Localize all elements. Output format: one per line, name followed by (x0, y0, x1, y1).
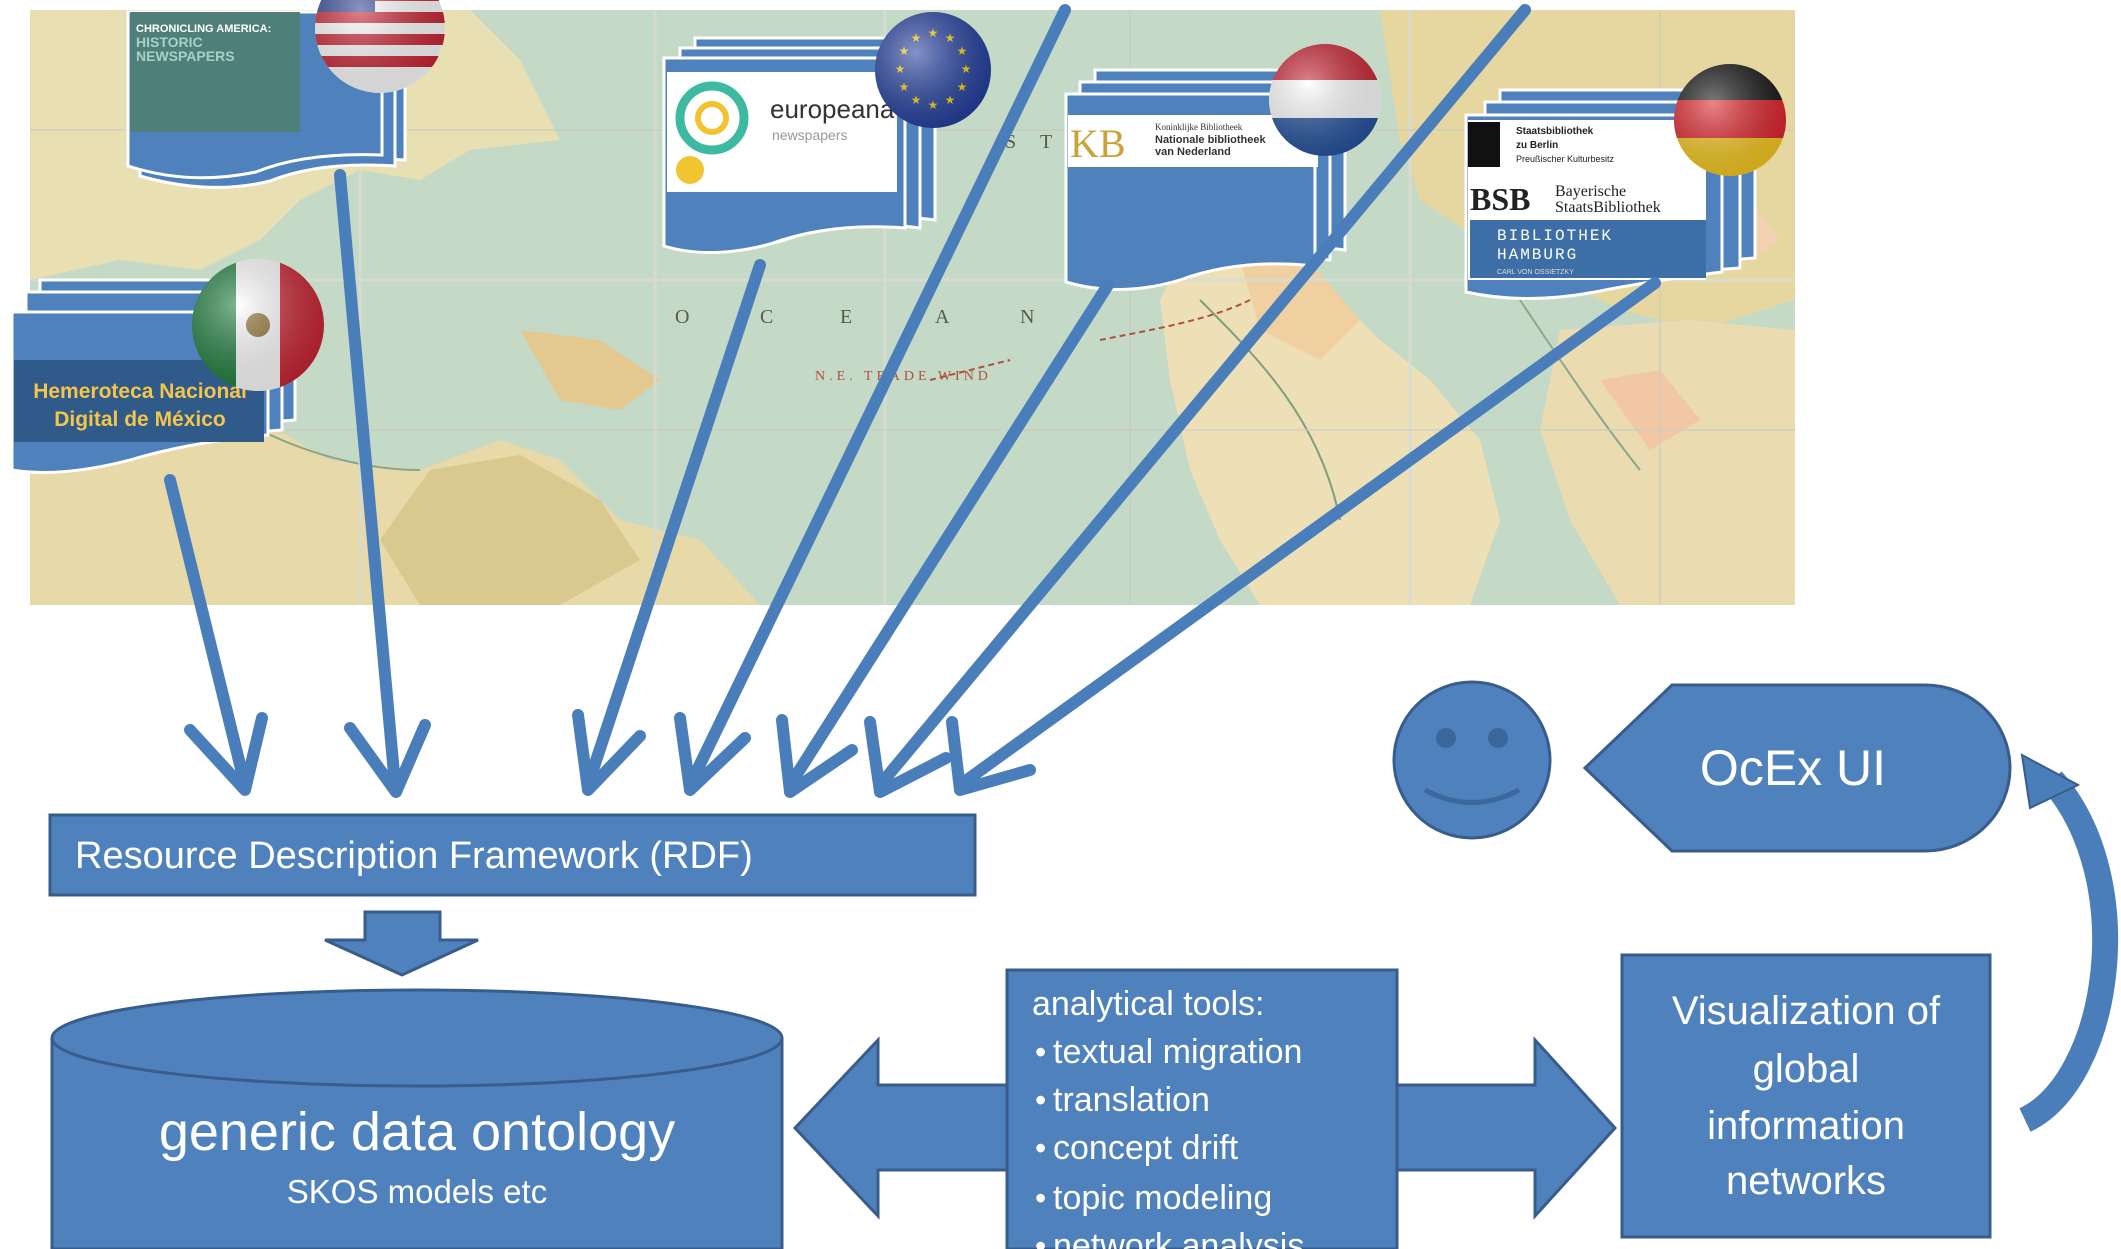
source-kb-netherlands: KB Koninklijke Bibliotheek Nationale bib… (1064, 44, 1381, 292)
tool-item-label: translation (1053, 1081, 1210, 1119)
netherlands-flag-icon (1269, 44, 1381, 156)
down-block-arrow (324, 910, 479, 977)
visualization-line: global (1753, 1047, 1860, 1091)
sbb-line1: Staatsbibliothek (1516, 126, 1594, 137)
kb-line1: Koninklijke Bibliotheek (1155, 122, 1243, 132)
arrow-germany-to-rdf (946, 277, 1661, 796)
map-word: T (1040, 131, 1056, 153)
rdf-label: Resource Description Framework (RDF) (75, 835, 753, 877)
svg-text:•: • (1035, 1082, 1046, 1118)
ocex-ui-shape: OcEx UI (1582, 683, 2012, 853)
tool-item: • translation (1035, 1081, 1210, 1119)
svg-text:•: • (1035, 1180, 1046, 1216)
arrow-europeana-to-rdf (572, 259, 766, 796)
arrow-usa-to-rdf (334, 169, 431, 798)
sbb-line3: Preußischer Kulturbesitz (1516, 154, 1615, 164)
ocex-ui-label: OcEx UI (1700, 740, 1886, 796)
source-to-rdf-arrows (164, 4, 1661, 798)
user-smiley-icon (1392, 680, 1552, 840)
svg-text:•: • (1035, 1130, 1046, 1166)
ontology-title: generic data ontology (159, 1102, 675, 1162)
tool-item-label: topic modeling (1053, 1179, 1272, 1217)
bsb-line1: Bayerische (1555, 183, 1626, 200)
tool-item: • topic modeling (1035, 1179, 1272, 1217)
map-word: A (935, 306, 953, 328)
source-german-libraries: Staatsbibliothek zu Berlin Preußischer K… (1464, 64, 1786, 300)
tool-item-label: concept drift (1053, 1129, 1239, 1167)
visualization-line: Visualization of (1672, 989, 1941, 1033)
tool-item-label: network analysis (1053, 1227, 1304, 1249)
map-word: O (675, 306, 693, 328)
source-usa-title-line1: CHRONICLING AMERICA: (136, 23, 271, 35)
sub-hamburg-line3: CARL VON OSSIETZKY (1497, 269, 1574, 276)
bsb-logo: BSB (1470, 181, 1530, 217)
mexico-line1: Hemeroteca Nacional (33, 380, 247, 403)
rdf-box: Resource Description Framework (RDF) (48, 813, 977, 897)
map-word: N (1020, 306, 1038, 328)
map-word: E (840, 306, 856, 328)
ontology-database: generic data ontology SKOS models etc (50, 988, 784, 1249)
tool-item: • network analysis (1035, 1227, 1304, 1249)
tool-item: • concept drift (1035, 1129, 1239, 1167)
sub-hamburg-line2: HAMBURG (1497, 246, 1578, 264)
eu-flag-icon: ★★★ ★★★ ★★★ ★★★ (875, 12, 991, 128)
map-word: C (760, 306, 777, 328)
visualization-box: Visualization of global information netw… (1620, 953, 1992, 1239)
arrow-top1-to-rdf (674, 4, 1071, 796)
arrow-kb-to-rdf (776, 279, 1114, 798)
svg-text:•: • (1035, 1228, 1046, 1249)
map-word: N.E. TRADE WIND (815, 369, 992, 384)
ontology-subtitle: SKOS models etc (287, 1173, 547, 1210)
source-usa-title-line2: HISTORIC (136, 34, 203, 50)
source-usa-title-line3: NEWSPAPERS (136, 48, 235, 64)
source-europeana: europeana newspapers ★★★ ★★★ ★★★ ★★★ (662, 12, 991, 255)
europeana-sub-text: newspapers (772, 127, 848, 143)
arrow-mexico-to-rdf (164, 474, 268, 796)
kb-line3: van Nederland (1155, 146, 1231, 158)
europeana-logo-text: europeana (770, 94, 895, 124)
map-word: S (1005, 131, 1020, 153)
arrow-top2-to-rdf (864, 4, 1531, 798)
source-chronicling-america: CHRONICLING AMERICA: HISTORIC NEWSPAPERS (126, 0, 445, 189)
tool-item: • textual migration (1035, 1033, 1302, 1071)
curved-feedback-arrow (2018, 753, 2119, 1132)
bsb-line2: StaatsBibliothek (1555, 199, 1661, 216)
sub-hamburg-line1: BIBLIOTHEK (1497, 227, 1613, 245)
kb-logo: KB (1070, 121, 1126, 166)
visualization-line: information (1707, 1104, 1905, 1148)
visualization-line: networks (1726, 1159, 1886, 1203)
source-hemeroteca-mexico: Hemeroteca Nacional Digital de México (10, 259, 324, 474)
sbb-line2: zu Berlin (1516, 140, 1558, 151)
tool-item-label: textual migration (1053, 1033, 1302, 1071)
kb-line2: Nationale bibliotheek (1155, 134, 1267, 146)
analytical-tools-box: analytical tools: • textual migration • … (1005, 968, 1399, 1249)
mexico-line2: Digital de México (54, 408, 226, 431)
svg-text:•: • (1035, 1034, 1046, 1070)
tools-heading: analytical tools: (1032, 985, 1264, 1023)
